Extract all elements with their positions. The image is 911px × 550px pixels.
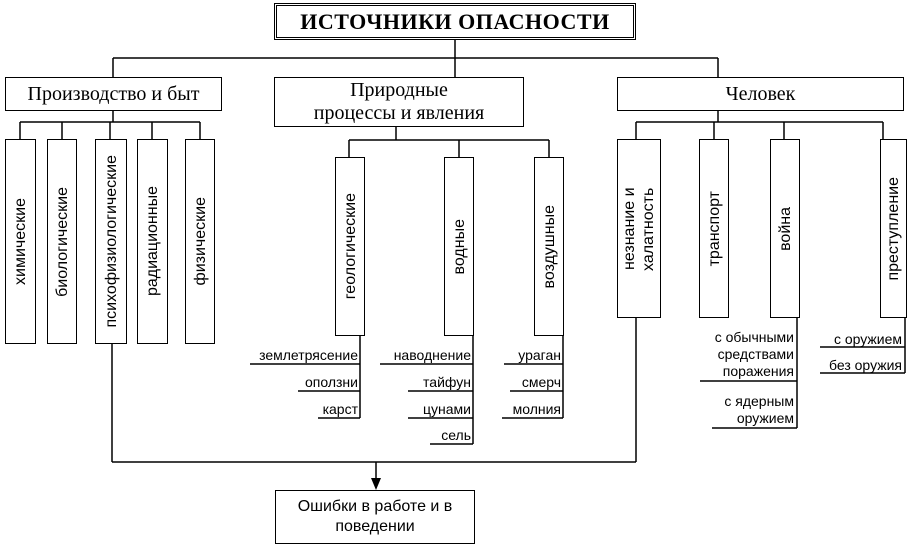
sub-crime: преступление [880, 139, 907, 318]
sub-war-label: война [776, 206, 794, 251]
sub-transport: транспорт [699, 139, 729, 318]
category-human: Человек [617, 77, 904, 111]
sub-psychophysiological: психофизиологические [95, 139, 127, 344]
leaf-tornado: смерч [521, 374, 561, 390]
category-nature-label-line2: процессы и явления [313, 102, 485, 124]
leaf-unarmed: без оружия [829, 357, 902, 373]
leaf-conventional-weapons: с обычными средствами поражения [714, 329, 794, 379]
sub-physical-label: физические [191, 197, 209, 286]
sub-radiation: радиационные [137, 139, 168, 344]
leaf-flood: наводнение [393, 347, 471, 363]
sub-water-label: водные [450, 218, 468, 275]
leaf-earthquake: землетрясение [259, 347, 358, 363]
sub-biological: биологические [47, 139, 77, 344]
sub-ignorance: незнание и халатность [617, 139, 661, 318]
leaf-karst: карст [322, 401, 358, 417]
leaf-mudflow: сель [441, 427, 471, 443]
sub-ignorance-label: незнание и халатность [621, 186, 657, 271]
category-nature-label-line1: Природные [350, 79, 448, 101]
sub-crime-label: преступление [885, 176, 902, 281]
category-production: Производство и быт [5, 77, 222, 111]
result-label: Ошибки в работе и в поведении [297, 498, 453, 535]
page-title: ИСТОЧНИКИ ОПАСНОСТИ [274, 3, 636, 40]
arrow-down-icon [371, 478, 381, 490]
leaf-tsunami: цунами [423, 401, 471, 417]
sub-transport-label: транспорт [705, 190, 723, 267]
sub-geological: геологические [335, 157, 365, 336]
sub-air: воздушные [534, 157, 564, 336]
leaf-typhoon: тайфун [423, 374, 471, 390]
sub-chemical-label: химические [12, 198, 29, 285]
leaf-hurricane: ураган [518, 347, 561, 363]
leaf-landslide: оползни [305, 374, 358, 390]
leaf-lightning: молния [512, 401, 561, 417]
sub-war: война [770, 139, 800, 318]
sub-water: водные [444, 157, 474, 336]
sub-psychophysiological-label: психофизиологические [102, 155, 120, 328]
category-production-label: Производство и быт [27, 82, 200, 105]
result-box: Ошибки в работе и в поведении [275, 490, 475, 544]
leaf-armed: с оружием [833, 331, 902, 347]
category-human-label: Человек [725, 82, 796, 105]
sub-physical: физические [185, 139, 215, 344]
category-nature: Природные процессы и явления [274, 77, 524, 127]
sub-chemical: химические [5, 139, 36, 344]
leaf-nuclear-weapons: с ядерным оружием [724, 393, 794, 426]
sub-biological-label: биологические [53, 186, 71, 297]
sub-air-label: воздушные [540, 204, 558, 289]
sub-radiation-label: радиационные [144, 186, 161, 297]
sub-geological-label: геологические [341, 193, 359, 300]
page-title-text: ИСТОЧНИКИ ОПАСНОСТИ [300, 8, 610, 34]
